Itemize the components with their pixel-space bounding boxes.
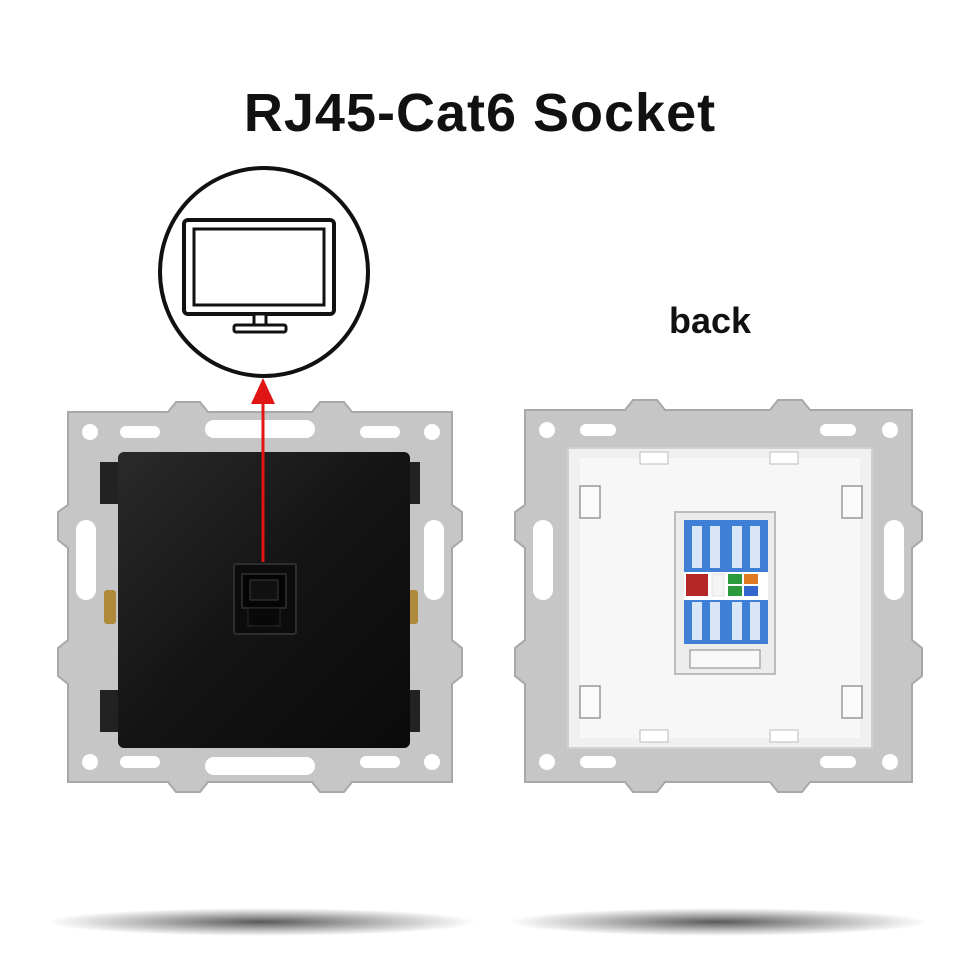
rj45-port xyxy=(233,563,297,635)
page-title: RJ45-Cat6 Socket xyxy=(243,83,717,143)
front-socket xyxy=(57,378,463,793)
back-shadow xyxy=(508,908,928,936)
back-label: back xyxy=(668,300,752,341)
red-arrow xyxy=(251,378,275,562)
back-socket xyxy=(514,399,923,793)
front-shadow xyxy=(47,908,477,936)
keystone-module xyxy=(674,511,776,675)
monitor-icon xyxy=(158,166,370,378)
